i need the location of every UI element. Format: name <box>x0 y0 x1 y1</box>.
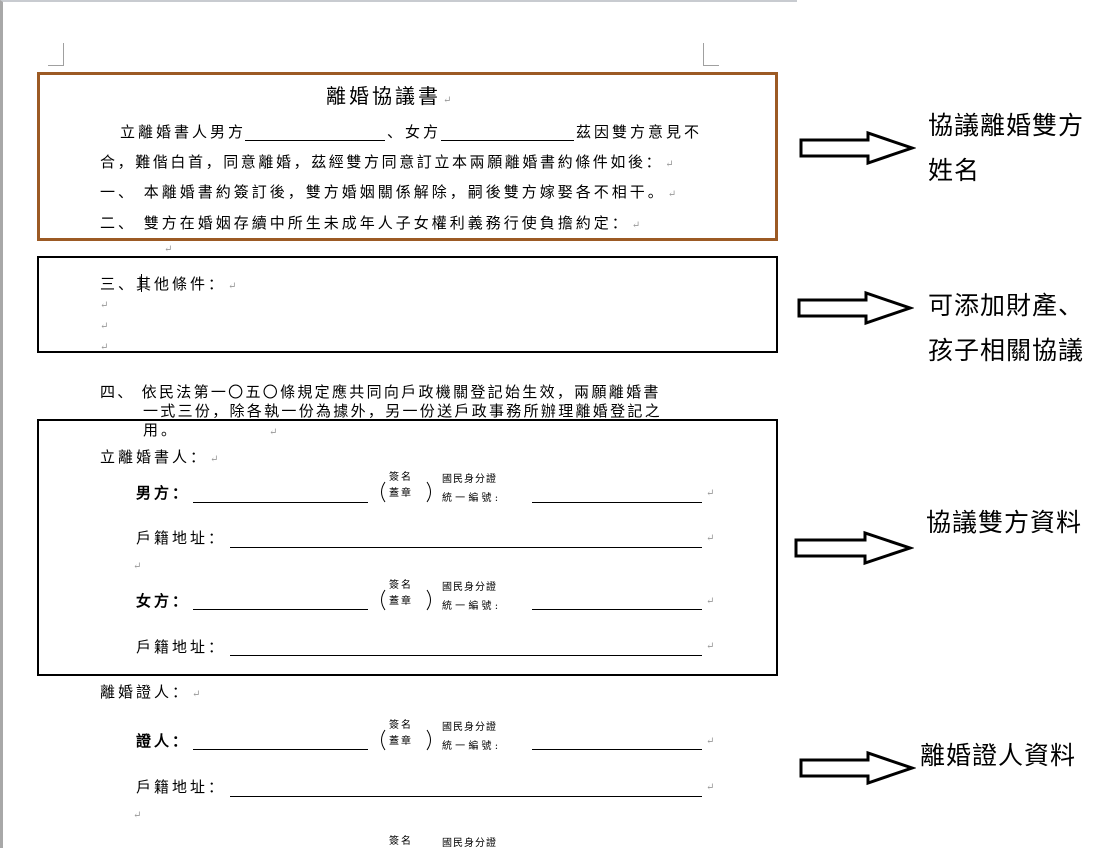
pilcrow: ↵ <box>706 596 715 607</box>
text-cursor <box>141 274 142 292</box>
document-title: 離婚協議書↵ <box>326 84 452 108</box>
pilcrow: ↵ <box>100 300 109 311</box>
male-name-field[interactable] <box>193 502 368 503</box>
seal-label: 蓋章 <box>389 736 413 747</box>
pilcrow: ↵ <box>100 321 109 332</box>
annotation-names-line1: 協議離婚雙方 <box>928 111 1085 140</box>
id-number-label: 統 一 編 號 : <box>442 741 499 752</box>
sign-paren <box>381 729 431 751</box>
clause-4-line3: 用。↵ <box>143 421 278 439</box>
female-id-field[interactable] <box>532 609 702 610</box>
clause-3[interactable]: 三、其他條件：↵ <box>100 275 237 293</box>
female-name-blank[interactable] <box>441 140 574 141</box>
id-number-label: 統 一 編 號 : <box>442 493 499 504</box>
intro-a: 立離婚書人男方 <box>120 123 247 141</box>
witness-name-field[interactable] <box>193 749 368 750</box>
witness-heading: 離婚證人：↵ <box>100 683 201 701</box>
annotation-names-line2: 姓名 <box>928 156 981 185</box>
pilcrow: ↵ <box>706 488 715 499</box>
female-label: 女方： <box>136 592 191 610</box>
female-name-field[interactable] <box>193 609 368 610</box>
arrow-right-icon <box>794 530 914 566</box>
pilcrow: ↵ <box>706 736 715 747</box>
annotation-conditions-line2: 孩子相關協議 <box>928 336 1085 365</box>
margin-corner-mark <box>703 43 719 66</box>
id-label: 國民身分證 <box>442 582 497 593</box>
arrow-right-icon <box>797 290 914 326</box>
seal-label: 蓋章 <box>389 488 413 499</box>
address-label: 戶籍地址： <box>136 778 227 796</box>
witness-id-field[interactable] <box>532 749 702 750</box>
witness-label: 證人： <box>136 732 191 750</box>
other-conditions-box <box>37 256 778 353</box>
sign-paren <box>381 481 431 503</box>
seal-label: 蓋章 <box>389 596 413 607</box>
document-page[interactable] <box>0 0 797 848</box>
arrow-right-icon <box>799 750 916 786</box>
clause-4-line2: 一式三份，除各執一份為據外，另一份送戶政事務所辦理離婚登記之 <box>143 402 663 420</box>
pilcrow: ↵ <box>706 533 715 544</box>
male-address-field[interactable] <box>230 547 702 548</box>
male-id-field[interactable] <box>532 502 702 503</box>
sign-label: 簽名 <box>389 836 413 847</box>
clause-1: 一、 本離婚書約簽訂後，雙方婚姻關係解除，嗣後雙方嫁娶各不相干。↵ <box>100 183 677 201</box>
witness-address-field[interactable] <box>230 796 702 797</box>
annotation-parties: 協議雙方資料 <box>926 508 1083 537</box>
sign-label: 簽名 <box>389 720 413 731</box>
male-name-blank[interactable] <box>245 140 385 141</box>
pilcrow: ↵ <box>133 561 142 572</box>
male-label: 男方： <box>136 484 191 502</box>
female-address-field[interactable] <box>230 655 702 656</box>
signers-heading: 立離婚書人：↵ <box>100 448 219 466</box>
address-label: 戶籍地址： <box>136 638 227 656</box>
id-label: 國民身分證 <box>442 474 497 485</box>
pilcrow: ↵ <box>706 782 715 793</box>
intro-b: 、女方 <box>387 123 442 141</box>
intro-line2: 合，難偕白首，同意離婚，茲經雙方同意訂立本兩願離婚書約條件如後：↵ <box>100 153 674 171</box>
id-label: 國民身分證 <box>442 838 497 849</box>
clause-2: 二、 雙方在婚姻存續中所生未成年人子女權利義務行使負擔約定：↵ <box>100 214 641 232</box>
address-label: 戶籍地址： <box>136 529 227 547</box>
pilcrow: ↵ <box>164 244 173 255</box>
sign-label: 簽名 <box>389 580 413 591</box>
parties-info-box <box>37 419 778 676</box>
pilcrow: ↵ <box>706 641 715 652</box>
sign-paren <box>381 589 431 611</box>
id-label: 國民身分證 <box>442 722 497 733</box>
clause-4-line1: 四、 依民法第一〇五〇條規定應共同向戶政機關登記始生效，兩願離婚書 <box>100 383 661 401</box>
sign-label: 簽名 <box>389 472 413 483</box>
annotation-conditions-line1: 可添加財產、 <box>928 291 1085 320</box>
pilcrow: ↵ <box>133 810 142 821</box>
id-number-label: 統 一 編 號 : <box>442 601 499 612</box>
pilcrow: ↵ <box>100 342 109 353</box>
arrow-right-icon <box>799 130 916 166</box>
annotation-witness: 離婚證人資料 <box>920 741 1077 770</box>
intro-c: 茲因雙方意見不 <box>576 123 703 141</box>
names-highlight-box <box>37 72 778 241</box>
margin-corner-mark <box>48 43 64 66</box>
